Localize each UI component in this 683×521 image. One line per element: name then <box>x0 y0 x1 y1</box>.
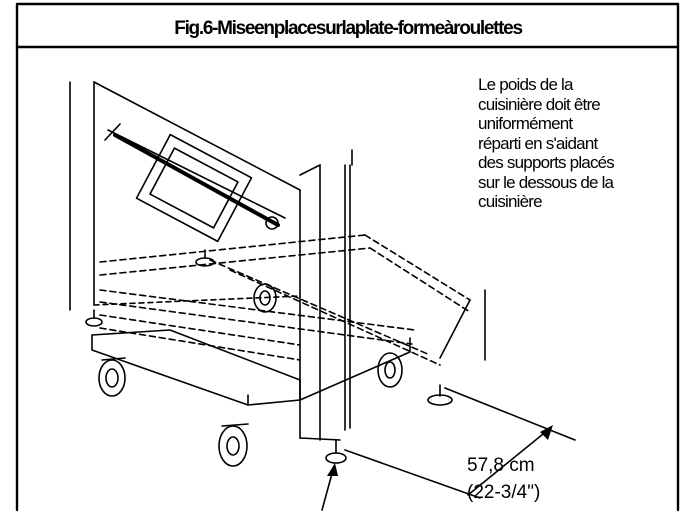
note-line: cuisinière doit être <box>478 94 601 114</box>
note-line: sur le dessous de la <box>478 172 614 192</box>
note-line: réparti en s'aidant <box>478 133 598 153</box>
leg-pointer-arrowhead <box>327 463 338 476</box>
leveling-legs <box>85 249 453 464</box>
range-body <box>69 81 486 441</box>
dimension-imperial: (22-3/4") <box>467 482 541 503</box>
note-line: Le poids de la <box>478 75 573 94</box>
dimension-metric: 57,8 cm <box>467 455 535 476</box>
caster-wheels <box>98 283 403 467</box>
note-line: des supports placés <box>478 153 615 172</box>
dimension-arrowhead <box>540 425 553 440</box>
note-line: uniformément <box>478 114 573 133</box>
dimension-label: 57,8 cm (22-3/4") <box>467 452 540 506</box>
platform-outline <box>99 234 471 366</box>
frame-border <box>15 2 680 512</box>
installation-note: Le poids de la cuisinière doit être unif… <box>478 75 668 212</box>
figure-title: Fig.6-Miseenplacesurlaplate-formeàroulet… <box>174 18 523 39</box>
leg-pointer-line <box>321 469 334 511</box>
oven-door <box>104 123 286 243</box>
dimension-lines <box>299 387 576 499</box>
note-line: cuisinière <box>478 192 543 211</box>
dolly-deck <box>91 329 411 406</box>
